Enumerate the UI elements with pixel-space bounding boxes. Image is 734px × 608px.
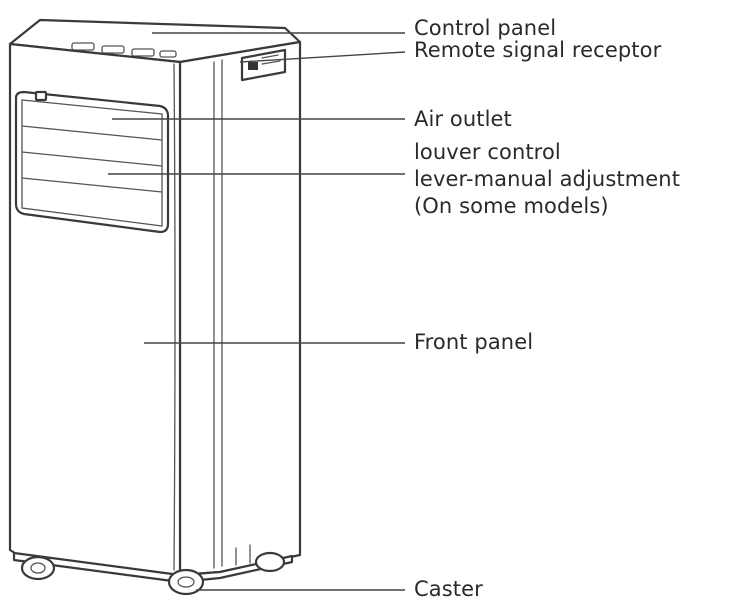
label-louver-line2: lever-manual adjustment [414, 167, 681, 191]
side-panel [178, 40, 302, 577]
label-remote-signal-receptor: Remote signal receptor [414, 38, 662, 62]
caster-wheels [20, 544, 286, 596]
control-panel-buttons [71, 42, 177, 58]
label-control-panel: Control panel [414, 16, 557, 40]
remote-receptor [240, 48, 287, 82]
label-front-panel: Front panel [414, 330, 534, 354]
label-caster: Caster [414, 577, 483, 601]
label-air-outlet: Air outlet [414, 107, 512, 131]
label-louver-line3: (On some models) [414, 194, 609, 218]
air-outlet-frame [14, 90, 170, 234]
label-louver-line1: louver control [414, 140, 561, 164]
leader-remote-receptor [239, 51, 406, 63]
